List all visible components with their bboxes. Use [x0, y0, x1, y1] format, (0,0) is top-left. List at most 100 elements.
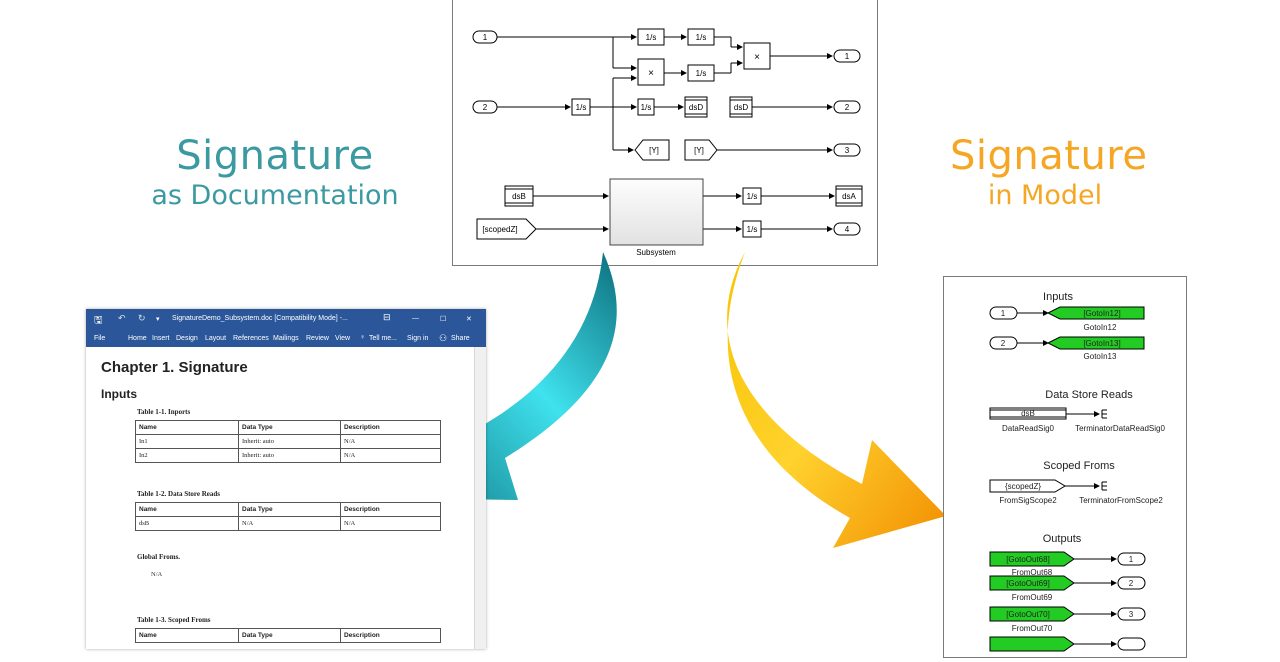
save-icon[interactable]: 🖫 — [94, 315, 103, 326]
tab-design[interactable]: Design — [176, 335, 198, 342]
close-button[interactable]: ✕ — [466, 316, 472, 323]
table1-caption: Table 1-1. Inports — [137, 408, 191, 416]
terminator-ds-name: TerminatorDataReadSig0 — [1075, 424, 1165, 433]
inputs-title: Inputs — [1043, 291, 1073, 303]
right-heading-title: Signature — [950, 133, 1148, 179]
from-scoped-z: [scopedZ] — [482, 225, 517, 234]
maximize-button[interactable]: ☐ — [440, 316, 447, 323]
minimize-button[interactable]: — — [412, 315, 419, 322]
right-heading-subtitle: in Model — [987, 180, 1103, 211]
integrator-5: 1/s — [641, 103, 652, 112]
goto-y: [Y] — [649, 146, 659, 155]
table-cell: dsB — [135, 516, 239, 531]
integrator-6: 1/s — [747, 192, 758, 201]
orange-curved-arrow — [727, 252, 946, 548]
table-row: In1 Inherit: auto N/A — [135, 434, 441, 449]
ds-read-b: dsB — [512, 192, 526, 201]
table-header: Description — [340, 628, 441, 643]
tab-review[interactable]: Review — [306, 335, 329, 342]
share-button[interactable]: Share — [451, 335, 470, 342]
out1-port: 1 — [1129, 555, 1134, 564]
signature-diagram: Inputs 1 [GotoIn12] GotoIn12 2 [GotoIn13… — [989, 291, 1165, 652]
tab-references[interactable]: References — [233, 335, 269, 342]
integrator-4: 1/s — [576, 103, 587, 112]
tab-insert[interactable]: Insert — [152, 335, 170, 342]
scoped-from-block: {scopedZ} — [1005, 482, 1041, 491]
table-row: dsB N/A N/A — [135, 516, 441, 531]
integrator-1: 1/s — [646, 33, 657, 42]
integrator-3: 1/s — [696, 69, 707, 78]
out2-port: 2 — [1129, 579, 1134, 588]
goto13-tag: [GotoIn13] — [1083, 339, 1120, 348]
ds-read-d: dsD — [734, 103, 748, 112]
ds-write-d: dsD — [689, 103, 703, 112]
table-header: Description — [340, 502, 441, 517]
signature-model-panel: Inputs 1 [GotoIn12] GotoIn12 2 [GotoIn13… — [943, 276, 1187, 658]
section-inputs: Inputs — [101, 387, 137, 401]
model-diagram: 1 2 1/s 1/s × 1/s × 1/s 1/s dsD dsD [Y] … — [472, 28, 863, 257]
in1-port: 1 — [1001, 309, 1006, 318]
from-out68-name: FromOut68 — [1012, 568, 1053, 577]
dsb-block: dsB — [1021, 409, 1035, 418]
scoped-from-name: FromSigScope2 — [999, 496, 1057, 505]
from-y: [Y] — [694, 146, 704, 155]
outport-2-label: 2 — [845, 103, 850, 112]
table-header: Description — [340, 420, 441, 435]
from-out69-name: FromOut69 — [1012, 593, 1053, 602]
table-cell: N/A — [340, 448, 441, 463]
outputs-title: Outputs — [1043, 533, 1082, 545]
product-2: × — [754, 52, 760, 63]
table3-caption: Table 1-3. Scoped Froms — [137, 616, 211, 624]
table-row: In2 Inherit: auto N/A — [135, 448, 441, 463]
table-cell: In1 — [135, 434, 239, 449]
sign-in-link[interactable]: Sign in — [407, 335, 429, 342]
chapter-title: Chapter 1. Signature — [101, 359, 248, 376]
word-ribbon-tabs: File Home Insert Design Layout Reference… — [86, 329, 486, 347]
word-titlebar: 🖫 ↶ ↻ ▾ SignatureDemo_Subsystem.doc [Com… — [86, 309, 486, 329]
table-header: Data Type — [238, 502, 341, 517]
tab-home[interactable]: Home — [128, 335, 147, 342]
scoped-froms-title: Scoped Froms — [1043, 460, 1115, 472]
from-out70-tag: [GotoOut70] — [1006, 610, 1050, 619]
table-header: Data Type — [238, 628, 341, 643]
tab-layout[interactable]: Layout — [205, 335, 227, 342]
undo-icon[interactable]: ↶ — [118, 313, 126, 323]
tab-file[interactable]: File — [94, 335, 106, 342]
table-cell: N/A — [340, 434, 441, 449]
word-window-title: SignatureDemo_Subsystem.doc [Compatibili… — [172, 315, 348, 322]
from-out70-name: FromOut70 — [1012, 624, 1053, 633]
product-1: × — [648, 68, 654, 79]
table-header: Name — [135, 420, 239, 435]
outport-4-label: 4 — [845, 225, 850, 234]
table-header: Name — [135, 502, 239, 517]
left-heading-title: Signature — [176, 133, 374, 179]
global-froms-heading: Global Froms. — [137, 553, 181, 561]
table-cell: Inherit: auto — [238, 434, 341, 449]
table-cell: In2 — [135, 448, 239, 463]
left-heading-subtitle: as Documentation — [151, 180, 399, 211]
outport-3-label: 3 — [845, 146, 850, 155]
from-out68-tag: [GotoOut68] — [1006, 555, 1050, 564]
inport-2-label: 2 — [483, 103, 488, 112]
integrator-2: 1/s — [696, 33, 707, 42]
ds-write-a: dsA — [842, 192, 856, 201]
table-cell: Inherit: auto — [238, 448, 341, 463]
dsb-block-name: DataReadSig0 — [1002, 424, 1055, 433]
redo-icon[interactable]: ↻ — [138, 313, 146, 323]
vertical-scrollbar[interactable] — [474, 347, 486, 649]
data-store-reads-table: Name Data Type Description dsB N/A N/A — [135, 502, 441, 531]
global-froms-value: N/A — [151, 571, 163, 578]
table-header: Data Type — [238, 420, 341, 435]
tab-view[interactable]: View — [335, 335, 351, 342]
goto12-name: GotoIn12 — [1084, 323, 1117, 332]
simulink-model-panel: 1 2 1/s 1/s × 1/s × 1/s 1/s dsD dsD [Y] … — [452, 0, 878, 266]
table-cell: N/A — [340, 516, 441, 531]
table2-caption: Table 1-2. Data Store Reads — [137, 490, 221, 498]
ribbon-display-icon[interactable]: ⊟ — [383, 312, 391, 322]
customize-chevron-icon[interactable]: ▾ — [156, 316, 160, 323]
from-out69-tag: [GotoOut69] — [1006, 579, 1050, 588]
tell-me-box[interactable]: Tell me... — [369, 335, 398, 342]
out3-port: 3 — [1129, 610, 1134, 619]
inports-table: Name Data Type Description In1 Inherit: … — [135, 420, 441, 463]
tab-mailings[interactable]: Mailings — [273, 335, 299, 342]
